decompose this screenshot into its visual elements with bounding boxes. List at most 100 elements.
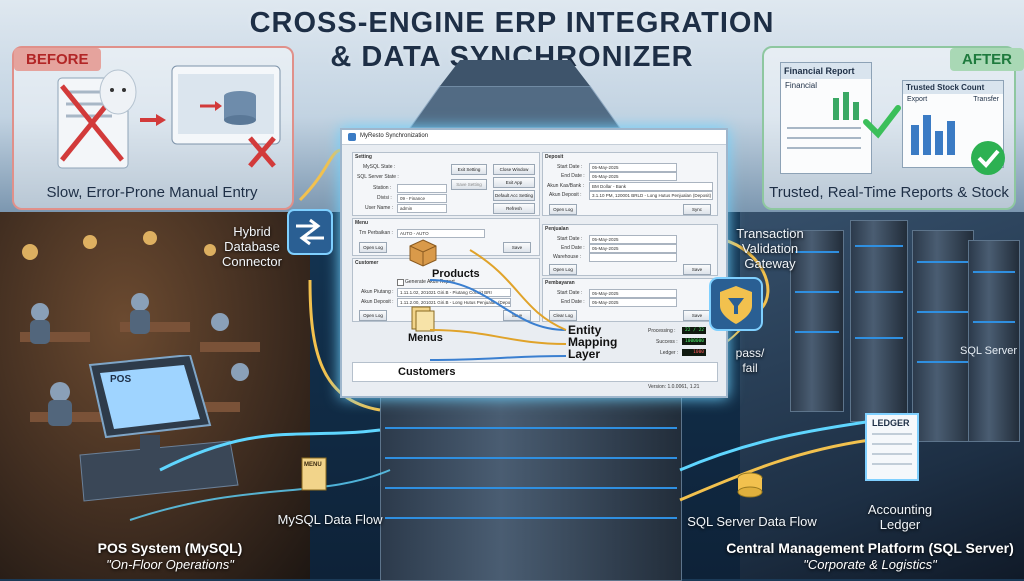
menu-group: Menu Tm Perbaikan : AUTO - AUTO Open Log… [352, 218, 540, 256]
deposit-group: Deposit Start Date : 05-May-2025 End Dat… [542, 152, 718, 216]
setting-title: Setting [355, 154, 372, 160]
penjualan-save-button[interactable]: Save [683, 264, 711, 275]
ledger-doc-label: LEDGER [872, 418, 910, 428]
approved-badge-icon [971, 141, 1005, 175]
akun-piutang-select[interactable]: 1.11.1.02, 201021 Giri.B - Piutang Cocok… [397, 288, 511, 297]
warehouse-label: Warehouse : [553, 254, 582, 260]
hybrid-connector-label: Hybrid Database Connector [222, 224, 282, 269]
exit-app-button[interactable]: Exit App [493, 177, 535, 188]
customer-open-log-button[interactable]: Open Log [359, 310, 387, 321]
central-server [380, 396, 682, 581]
customer-title: Customer [355, 260, 379, 266]
deposit-end-date[interactable]: 05-May-2025 [589, 172, 677, 181]
deposit-end-label: End Date : [561, 173, 585, 179]
menu-field-label: Tm Perbaikan : [359, 230, 393, 236]
app-title: MyResto Synchronization [360, 133, 429, 139]
success-value: 1000000 [682, 338, 706, 345]
entity-mapping-lines [430, 249, 567, 361]
deposit-title: Deposit [545, 154, 564, 160]
processing-label: Processing : [648, 328, 676, 334]
save-setting-button[interactable]: Save Setting [451, 179, 487, 190]
penjualan-group: Penjualan Start Date : 05-May-2025 End D… [542, 224, 718, 276]
deposit-akun-label: Akun Deposit : [549, 192, 582, 198]
penjualan-open-log-button[interactable]: Open Log [549, 264, 577, 275]
akun-piutang-label: Akun Piutang : [361, 289, 394, 295]
station-label: Station : [373, 185, 392, 191]
accounting-ledger-label: Accounting Ledger [867, 502, 933, 532]
pos-system-subtitle: "On-Floor Operations" [106, 557, 234, 572]
default-acc-setting-button[interactable]: Default Acc Setting [493, 190, 535, 201]
pos-terminal-icon [79, 355, 239, 502]
akun-kas-label: Akun Kas/Bank : [547, 183, 584, 189]
report-title: Financial Report [781, 63, 871, 79]
warehouse-select[interactable] [589, 253, 677, 262]
divisi-select[interactable]: 09 - Finance [397, 194, 447, 203]
deposit-start-date[interactable]: 05-May-2025 [589, 163, 677, 172]
pembayaran-clear-log-button[interactable]: Clear Log [549, 310, 577, 321]
deposit-sync-button[interactable]: Sync [683, 204, 711, 215]
generate-akun-checkbox[interactable] [397, 279, 404, 286]
app-icon [348, 133, 356, 141]
checkmark-icon [863, 105, 901, 139]
processing-value: 22 / 22 [682, 327, 706, 334]
penjualan-title: Penjualan [545, 226, 569, 232]
app-titlebar[interactable] [342, 130, 726, 145]
akun-deposit-label: Akun Deposit : [361, 299, 394, 305]
server-rack [912, 230, 974, 442]
server-rack [850, 220, 908, 422]
validation-gateway-icon [709, 277, 763, 331]
sqlserver-flow-label: SQL Server Data Flow [687, 514, 817, 529]
username-input[interactable]: admin [397, 204, 447, 213]
ghost-icon [99, 69, 137, 115]
akun-kas-select[interactable]: BM Dollar - Bank [589, 182, 713, 191]
report-chart-icon [787, 92, 861, 149]
log-output[interactable] [352, 362, 718, 382]
after-caption: Trusted, Real-Time Reports & Stock [769, 184, 1009, 201]
setting-group: Setting MySQL State : SQL Server State :… [352, 152, 540, 216]
penjualan-end-date[interactable]: 05-May-2025 [589, 244, 677, 253]
deposit-akun-select[interactable]: 3.1.10 PM, 120001 BRLD - Long Hutus Penj… [589, 191, 713, 200]
after-tag: AFTER [950, 48, 1024, 71]
station-input[interactable] [397, 184, 447, 193]
central-platform-subtitle: "Corporate & Logistics" [803, 557, 937, 572]
pembayaran-start-date[interactable]: 05-May-2025 [589, 289, 677, 298]
sql-server-logo: SQL Server [960, 345, 1018, 357]
generate-akun-label: Generate Akun Report [405, 279, 455, 285]
divisi-label: Divisi : [377, 195, 392, 201]
products-label: Products [432, 268, 480, 280]
pembayaran-end-date[interactable]: 05-May-2025 [589, 298, 677, 307]
coin-stack-icon [737, 472, 763, 498]
pembayaran-group: Pembayaran Start Date : 05-May-2025 End … [542, 278, 718, 322]
server-rack [790, 230, 844, 412]
customers-label: Customers [398, 366, 456, 378]
exit-setting-button[interactable]: Exit Setting [451, 164, 487, 175]
menu-field-select[interactable]: AUTO - AUTO [397, 229, 485, 238]
stock-col-transfer: Transfer [973, 96, 999, 103]
penjualan-start-date[interactable]: 05-May-2025 [589, 235, 677, 244]
hybrid-connector-icon [287, 209, 333, 255]
deposit-open-log-button[interactable]: Open Log [549, 204, 577, 215]
refresh-button[interactable]: Refresh [493, 203, 535, 214]
ledger-value: 1000 [682, 349, 706, 356]
pembayaran-end-label: End Date : [561, 299, 585, 305]
menu-open-log-button[interactable]: Open Log [359, 242, 387, 253]
server-top-illustration [409, 60, 621, 129]
menu-doc-label: MENU [304, 462, 322, 468]
close-window-button[interactable]: Close Window [493, 164, 535, 175]
stock-col-export: Export [907, 96, 928, 103]
gateway-label: Transaction Validation Gateway [736, 226, 804, 271]
akun-deposit-select[interactable]: 1.11.2.00, 201021 Giri.B - Long Hutus Pe… [397, 298, 511, 307]
stock-chart-icon [911, 115, 955, 155]
before-tag: BEFORE [14, 48, 101, 71]
menus-doc-icon [411, 306, 435, 332]
menus-label: Menus [408, 332, 443, 344]
pembayaran-save-button[interactable]: Save [683, 310, 711, 321]
mysql-state-label: MySQL State : [363, 164, 396, 170]
sync-app-window[interactable]: MyResto Synchronization Setting MySQL St… [340, 128, 728, 398]
pos-system-title: POS System (MySQL) [97, 540, 243, 556]
ledger-label: Ledger : [660, 350, 679, 356]
menu-save-button[interactable]: Save [503, 242, 531, 253]
mysql-flow-label: MySQL Data Flow [277, 512, 383, 527]
version-label: Version: 1.0.0061, 1.21 [648, 384, 700, 390]
products-box-icon [409, 239, 437, 267]
